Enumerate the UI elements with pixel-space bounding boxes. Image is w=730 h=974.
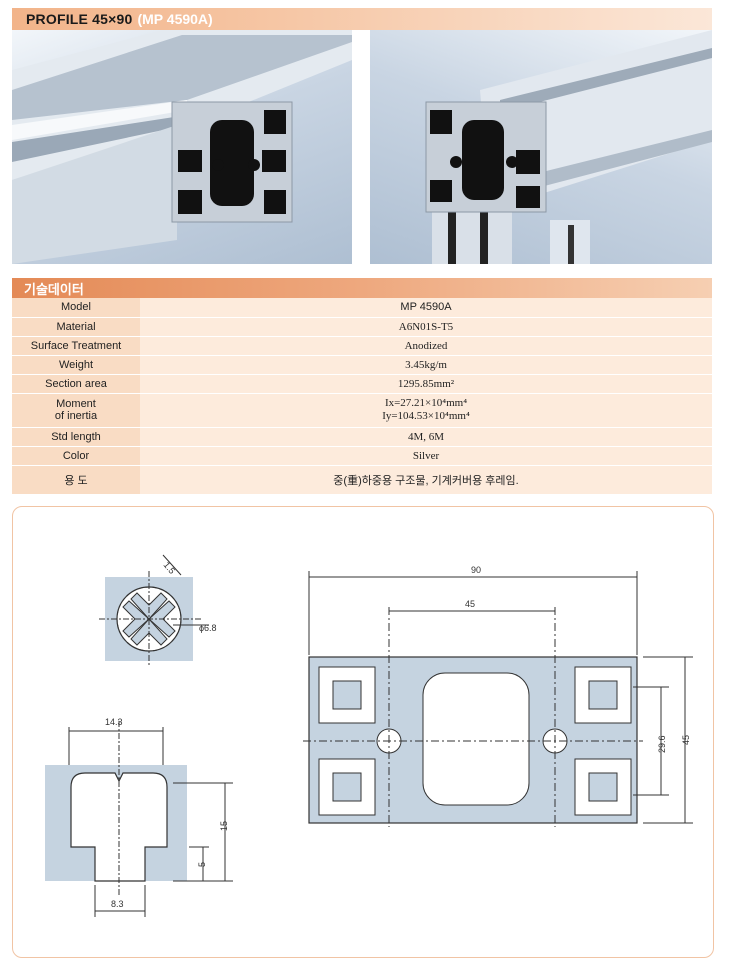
spec-label: Weight: [12, 355, 140, 375]
dim-45-top: 45: [465, 599, 475, 609]
spec-value: Silver: [140, 446, 712, 466]
dim-90: 90: [471, 565, 481, 575]
spec-value: 4M, 6M: [140, 427, 712, 447]
spec-value: 중(重)하중용 구조물, 기계커버용 후레임.: [140, 465, 712, 495]
spec-value-inertia: Ix=27.21×10⁴mm⁴ Iy=104.53×10⁴mm⁴: [140, 393, 712, 428]
dim-8-3: 8.3: [111, 899, 124, 909]
spec-row-std-length: Std length 4M, 6M: [12, 427, 712, 447]
spec-row-inertia: Moment of inertia Ix=27.21×10⁴mm⁴ Iy=104…: [12, 393, 712, 428]
spec-section-header: 기술데이터: [12, 278, 712, 298]
bore-detail: 1.5 ϕ6.8: [99, 554, 217, 667]
spec-label: Color: [12, 446, 140, 466]
dim-phi-6-8: ϕ6.8: [199, 623, 217, 633]
spec-row-section-area: Section area 1295.85mm²: [12, 374, 712, 394]
dim-29-6: 29.6: [657, 735, 667, 753]
profile-photo-right: [370, 30, 712, 264]
spec-row-weight: Weight 3.45kg/m: [12, 355, 712, 375]
dim-14-3: 14.3: [105, 717, 123, 727]
spec-label-inertia: Moment of inertia: [12, 393, 140, 428]
profile-photo-left: [12, 30, 352, 264]
profile-label: PROFILE 45×90: [26, 11, 133, 27]
dim-45-side: 45: [681, 735, 691, 745]
dim-1-5: 1.5: [161, 560, 177, 576]
inertia-ix: Ix=27.21×10⁴mm⁴: [384, 397, 468, 409]
spec-value: MP 4590A: [140, 298, 712, 318]
spec-value: Anodized: [140, 336, 712, 356]
spec-row-color: Color Silver: [12, 446, 712, 466]
profile-cross-section: 90 45 45 29.6: [303, 565, 693, 827]
spec-value: 3.45kg/m: [140, 355, 712, 375]
spec-label: Std length: [12, 427, 140, 447]
spec-label: Section area: [12, 374, 140, 394]
inertia-label-line1: Moment: [56, 398, 96, 410]
technical-drawing-frame: 1.5 ϕ6.8 14.3 15 5 8.3: [12, 506, 714, 958]
inertia-label-line2: of inertia: [54, 410, 98, 422]
spec-row-material: Material A6N01S-T5: [12, 317, 712, 337]
spec-label: Material: [12, 317, 140, 337]
spec-row-model: Model MP 4590A: [12, 298, 712, 318]
spec-value: A6N01S-T5: [140, 317, 712, 337]
spec-value: 1295.85mm²: [140, 374, 712, 394]
inertia-iy: Iy=104.53×10⁴mm⁴: [382, 410, 470, 422]
slot-detail: 14.3 15 5 8.3: [45, 717, 233, 917]
model-code: (MP 4590A): [137, 11, 213, 27]
spec-label: Model: [12, 298, 140, 318]
spec-label: Surface Treatment: [12, 336, 140, 356]
technical-drawing: 1.5 ϕ6.8 14.3 15 5 8.3: [45, 554, 693, 917]
spec-label: 용 도: [12, 465, 140, 495]
spec-row-usage: 용 도 중(重)하중용 구조물, 기계커버용 후레임.: [12, 465, 712, 495]
dim-15: 15: [219, 821, 229, 831]
title-bar: PROFILE 45×90 (MP 4590A): [12, 8, 712, 30]
spec-section-title: 기술데이터: [24, 281, 84, 297]
dim-5: 5: [197, 862, 207, 867]
spec-row-surface: Surface Treatment Anodized: [12, 336, 712, 356]
spec-table: Model MP 4590A Material A6N01S-T5 Surfac…: [12, 298, 712, 495]
